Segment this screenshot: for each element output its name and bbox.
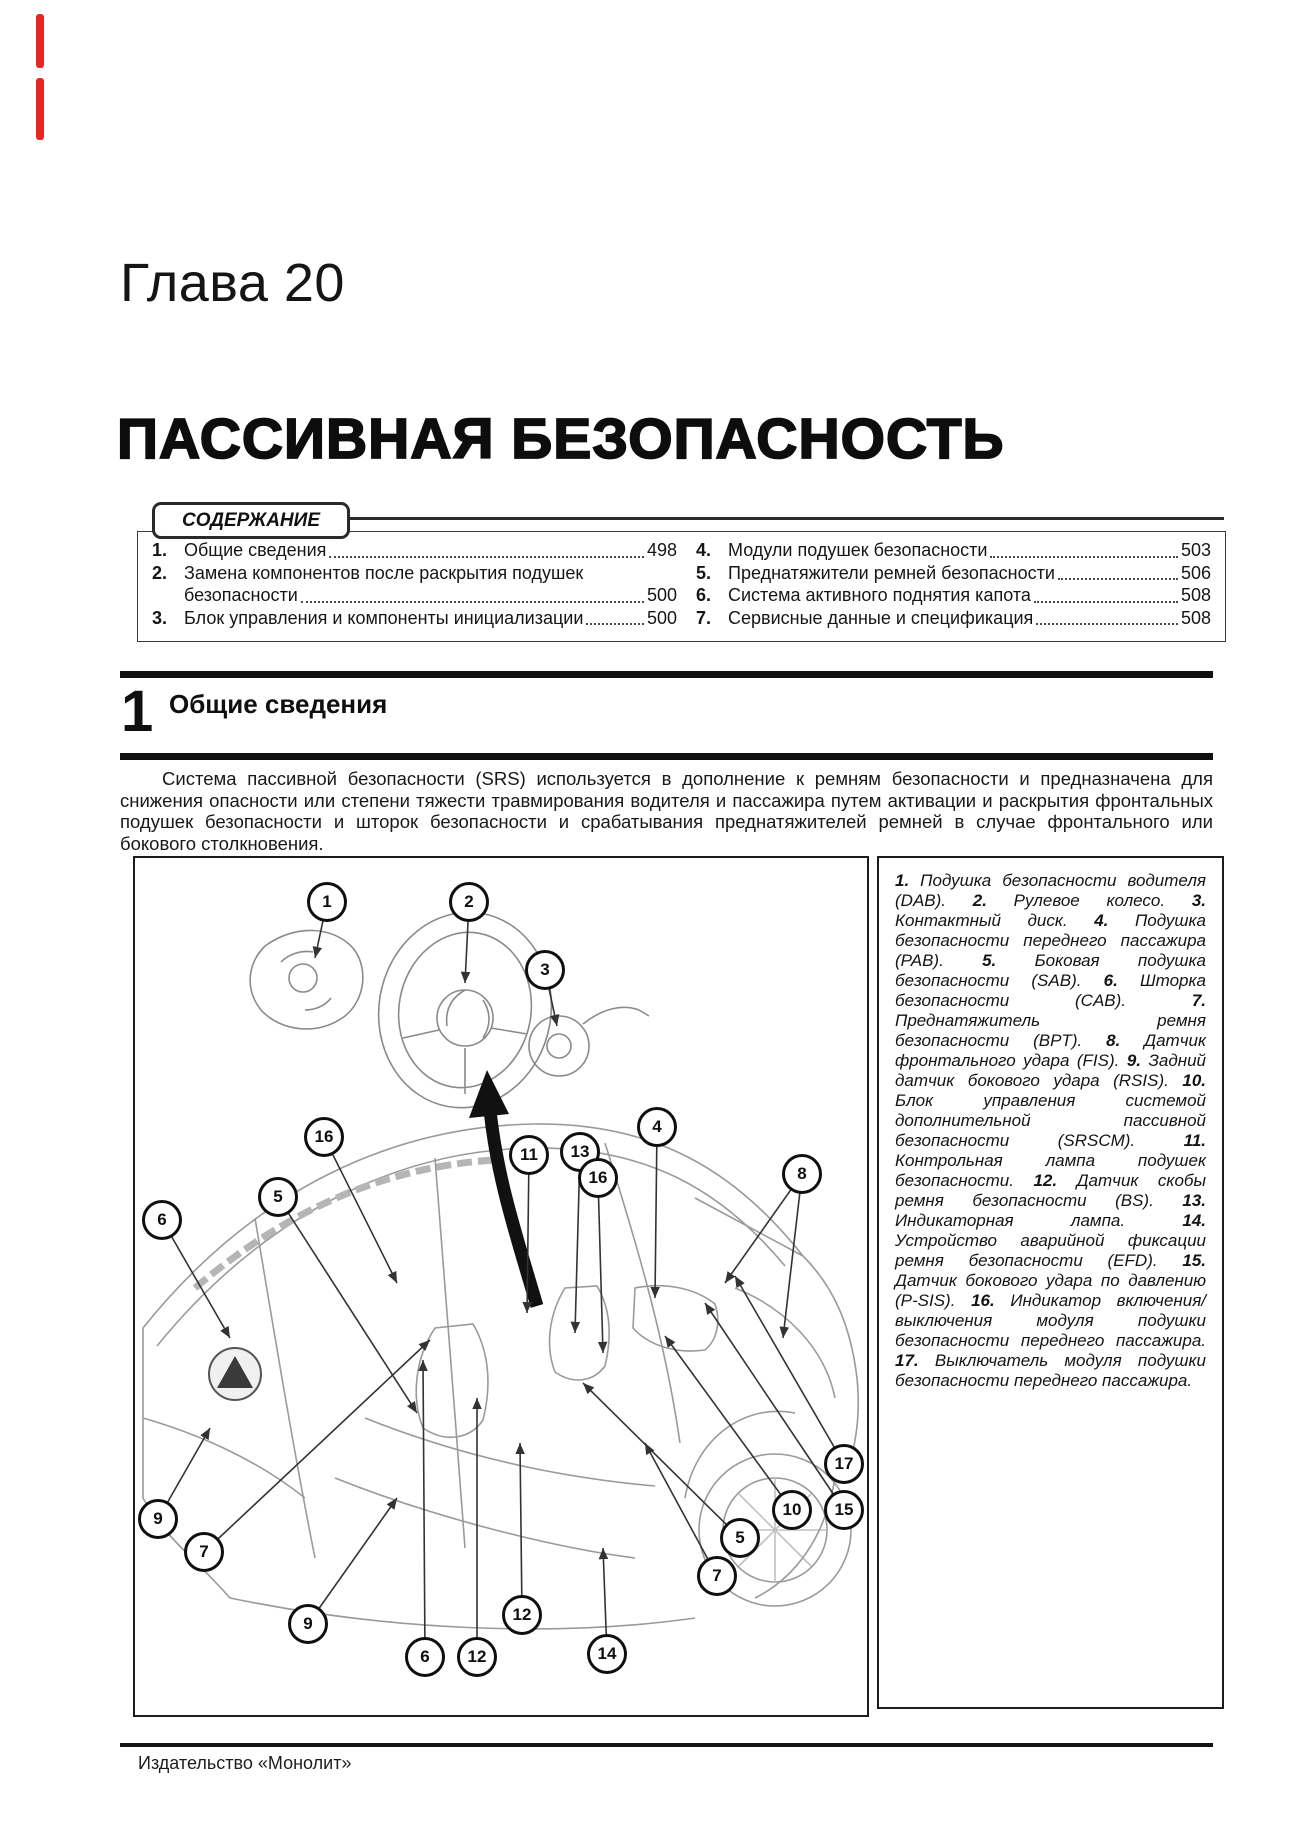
toc-item-number: 3. xyxy=(152,607,168,628)
dot-leader xyxy=(300,600,644,603)
figure-callout-5: 5 xyxy=(720,1518,760,1558)
figure-callout-3: 3 xyxy=(525,950,565,990)
section-rule-bottom xyxy=(120,753,1213,760)
toc-item: 7. Сервисные данные и спецификация 508 xyxy=(696,607,1211,630)
section-number: 1 xyxy=(121,679,154,744)
toc-heading-rule xyxy=(344,517,1224,520)
toc-item-number: 2. xyxy=(152,562,168,583)
toc-item-label: Модули подушек безопасности xyxy=(728,540,988,560)
figure-legend: 1. Подушка безопасности водителя (DAB). … xyxy=(877,856,1224,1709)
publisher-footer: Издательство «Монолит» xyxy=(138,1753,352,1773)
figure-callout-6: 6 xyxy=(142,1200,182,1240)
toc-column-right: 4. Модули подушек безопасности 503 5. Пр… xyxy=(696,539,1211,629)
figure-callout-12: 12 xyxy=(457,1637,497,1677)
figure-callout-15: 15 xyxy=(824,1490,864,1530)
toc-item: 5. Преднатяжители ремней безопасности 50… xyxy=(696,562,1211,585)
toc-page-number: 503 xyxy=(1180,540,1211,560)
toc-page-number: 500 xyxy=(646,607,677,628)
toc-item-number: 6. xyxy=(696,585,712,605)
dot-leader xyxy=(1036,623,1178,625)
figure-callout-14: 14 xyxy=(587,1634,627,1674)
chapter-label: Глава 20 xyxy=(120,253,345,313)
figure-callout-4: 4 xyxy=(637,1107,677,1147)
figure-callout-17: 17 xyxy=(824,1444,864,1484)
figure-callout-7: 7 xyxy=(184,1532,224,1572)
toc-item-label: безопасности xyxy=(184,585,298,605)
figure-callout-1: 1 xyxy=(307,882,347,922)
toc-item-label: Общие сведения xyxy=(184,540,327,560)
toc-item-number: 4. xyxy=(696,540,712,560)
figure-callout-2: 2 xyxy=(449,882,489,922)
figure-callout-7: 7 xyxy=(697,1556,737,1596)
toc-column-left: 1. Общие сведения 498 2. Замена компонен… xyxy=(152,539,677,629)
dot-leader xyxy=(586,623,644,625)
figure-callout-6: 6 xyxy=(405,1637,445,1677)
dot-leader xyxy=(990,555,1178,558)
dot-leader xyxy=(1057,578,1178,580)
page-title: ПАССИВНАЯ БЕЗОПАСНОСТЬ xyxy=(116,406,1005,472)
red-registration-mark xyxy=(36,78,44,140)
toc-item-label: Сервисные данные и спецификация xyxy=(728,607,1034,628)
toc-item-continuation: безопасности 500 xyxy=(184,584,677,607)
figure-callout-8: 8 xyxy=(782,1154,822,1194)
figure-callout-9: 9 xyxy=(138,1499,178,1539)
figure-callout-12: 12 xyxy=(502,1595,542,1635)
toc-item-label: Замена компонентов после раскрытия подуш… xyxy=(184,562,584,583)
figure-legend-text: 1. Подушка безопасности водителя (DAB). … xyxy=(895,871,1207,1390)
toc-item-label: Блок управления и компоненты инициализац… xyxy=(184,607,584,628)
dot-leader xyxy=(1033,600,1178,603)
red-registration-mark xyxy=(36,14,44,68)
toc-item: 2. Замена компонентов после раскрытия по… xyxy=(152,562,677,585)
figure-callout-9: 9 xyxy=(288,1604,328,1644)
toc-item-number: 1. xyxy=(152,540,168,560)
dot-leader xyxy=(329,555,644,558)
toc-item: 6. Система активного поднятия капота 508 xyxy=(696,584,1211,607)
toc-page-number: 508 xyxy=(1180,607,1211,628)
toc-item-number: 7. xyxy=(696,607,712,628)
toc-item: 1. Общие сведения 498 xyxy=(152,539,677,562)
footer-rule xyxy=(120,1743,1213,1747)
section-rule-top xyxy=(120,671,1213,678)
toc-heading: СОДЕРЖАНИЕ xyxy=(152,502,350,539)
figure-callout-16: 16 xyxy=(304,1117,344,1157)
toc-item-label: Преднатяжители ремней безопасности xyxy=(728,562,1055,583)
callout-leader-lines xyxy=(157,901,845,1658)
figure-callout-5: 5 xyxy=(258,1177,298,1217)
toc-page-number: 498 xyxy=(646,540,677,560)
toc-page-number: 500 xyxy=(646,585,677,605)
toc-page-number: 508 xyxy=(1180,585,1211,605)
toc-item: 3. Блок управления и компоненты инициали… xyxy=(152,607,677,630)
toc-item-number: 5. xyxy=(696,562,712,583)
toc-page-number: 506 xyxy=(1180,562,1211,583)
section-title: Общие сведения xyxy=(169,689,388,719)
toc-item-label: Система активного поднятия капота xyxy=(728,585,1031,605)
figure-callout-10: 10 xyxy=(772,1490,812,1530)
figure-callout-16: 16 xyxy=(578,1158,618,1198)
figure-callout-11: 11 xyxy=(509,1135,549,1175)
intro-paragraph: Система пассивной безопасности (SRS) исп… xyxy=(120,768,1213,855)
table-of-contents: 1. Общие сведения 498 2. Замена компонен… xyxy=(137,531,1226,642)
toc-item: 4. Модули подушек безопасности 503 xyxy=(696,539,1211,562)
